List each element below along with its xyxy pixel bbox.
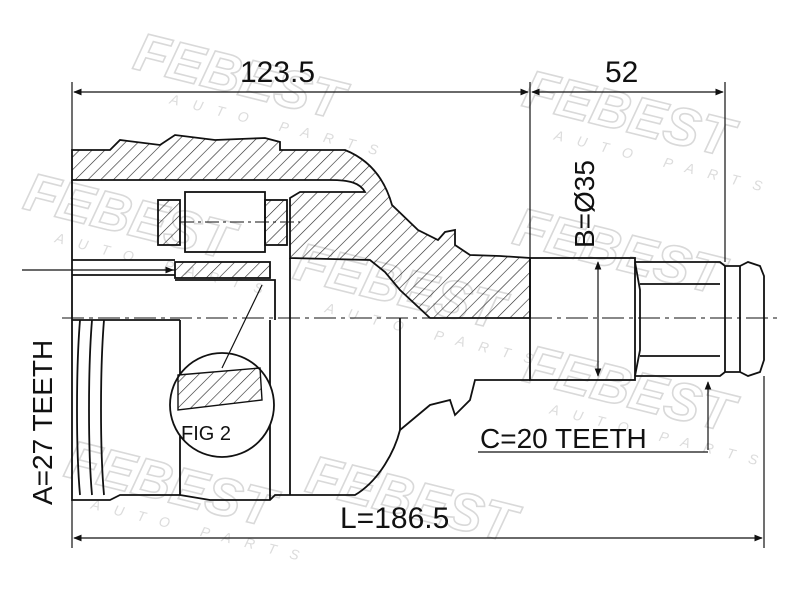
cage-ball-hatch-left (157, 199, 181, 246)
dim-123-label: 123.5 (240, 56, 315, 89)
housing-section-hatch (71, 134, 531, 319)
joint-housing (71, 134, 765, 501)
fig2-detail: FIG 2 (169, 284, 275, 458)
length-label: L=186.5 (340, 502, 449, 535)
dimension-lines (22, 82, 765, 548)
fig2-label: FIG 2 (181, 423, 231, 445)
fig2-hatch (177, 367, 263, 411)
outer-teeth-label: C=20 TEETH (480, 423, 647, 454)
inner-spline-grooves (72, 259, 180, 496)
shaft-taper (634, 261, 641, 377)
stub-shaft (529, 257, 636, 381)
inner-teeth-label: A=27 TEETH (27, 340, 58, 505)
inner-race-outline (175, 279, 276, 320)
watermark-logo: FEBEST (508, 197, 733, 308)
dim-52-label: 52 (605, 56, 638, 89)
fig2-leader (221, 284, 263, 369)
inner-race-hatch (174, 261, 271, 279)
housing-lower-outline (71, 180, 530, 501)
dim-diameter-label: B=Ø35 (569, 160, 600, 248)
